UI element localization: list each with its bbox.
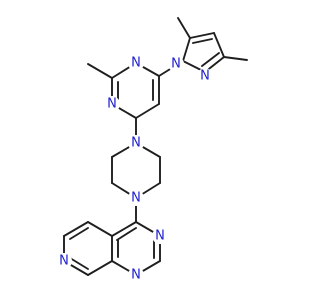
bond xyxy=(182,37,191,62)
atom-labels: N N N N N N N N N xyxy=(56,55,213,283)
methyl-bond xyxy=(87,63,113,79)
pyrimidine-n-top-label: N xyxy=(131,56,141,71)
pyridine-n-label: N xyxy=(59,254,69,269)
bond xyxy=(69,257,89,270)
pyrimidine-n1-label: N xyxy=(131,268,141,283)
pyrimidine-n-bottom-label: N xyxy=(107,97,117,112)
piperazine-ring xyxy=(111,142,161,223)
methyl-bond xyxy=(223,56,248,61)
pyrimidine-n3-label: N xyxy=(155,229,165,244)
bond xyxy=(69,227,89,240)
pyrazole-n1-label: N xyxy=(171,57,181,72)
molecule-structure: N N N N N N N N N xyxy=(56,17,248,283)
bond xyxy=(111,221,137,237)
bond xyxy=(63,221,89,237)
bond xyxy=(135,103,160,119)
bond xyxy=(87,260,113,276)
pyrazole-ring xyxy=(177,17,248,73)
piperazine-n-top-label: N xyxy=(131,136,141,151)
methyl-bond xyxy=(177,17,191,39)
bond xyxy=(189,32,215,39)
pyrazole-n2-label: N xyxy=(200,69,210,84)
pyridopyrimidine-system xyxy=(63,221,161,276)
bond xyxy=(116,227,137,241)
bond xyxy=(87,221,113,237)
pyrimidine-ring xyxy=(87,60,184,144)
bond xyxy=(201,52,220,67)
piperazine-n-bottom-label: N xyxy=(131,191,141,206)
bond xyxy=(192,38,213,44)
bond xyxy=(213,32,225,58)
